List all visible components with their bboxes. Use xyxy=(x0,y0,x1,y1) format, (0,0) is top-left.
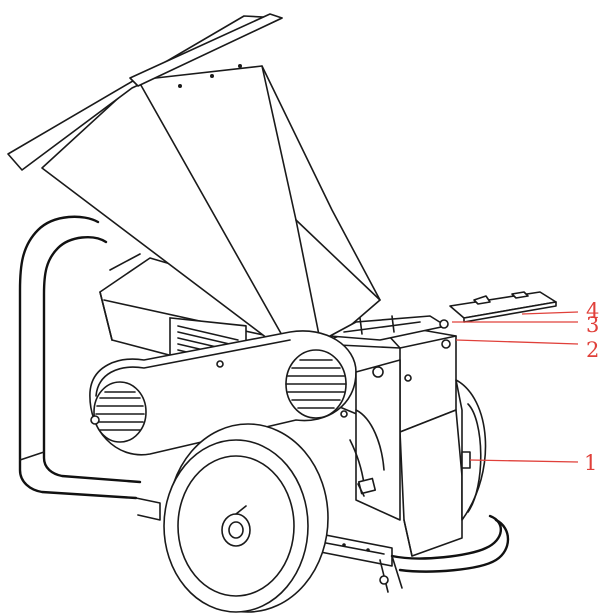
handle-frame xyxy=(18,215,161,521)
belt-guard xyxy=(89,330,357,456)
callout-number-3: 3 xyxy=(586,313,599,337)
base-frame xyxy=(299,514,510,593)
frame-side-panel xyxy=(349,359,401,521)
callout-leader-1 xyxy=(469,459,579,463)
wheel xyxy=(163,423,329,613)
callout-number-4: 4 xyxy=(586,299,599,323)
discharge-housing xyxy=(399,379,487,557)
callout-number-1: 1 xyxy=(584,451,597,475)
cutting-chamber xyxy=(317,315,457,433)
fan-grille-left xyxy=(93,381,147,443)
feed-hopper xyxy=(7,13,381,361)
callout-leaders xyxy=(452,311,579,463)
fan-grille-right xyxy=(285,349,347,419)
callout-labels: 4 3 2 1 xyxy=(584,299,599,475)
cover-plate xyxy=(449,291,557,323)
callout-leader-2 xyxy=(455,339,579,345)
callout-leader-4 xyxy=(521,311,579,315)
callout-number-2: 2 xyxy=(586,338,599,362)
